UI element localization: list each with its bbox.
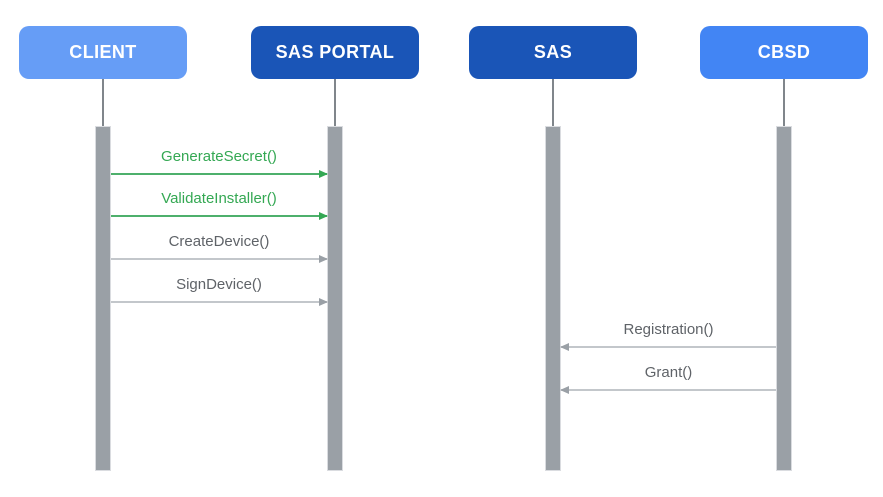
message-registration: Registration() xyxy=(560,321,776,351)
actor-sas-portal: SAS PORTAL xyxy=(251,26,419,79)
actor-cbsd: CBSD xyxy=(700,26,868,79)
actor-sas: SAS xyxy=(469,26,637,79)
message-grant-label: Grant() xyxy=(644,364,693,381)
message-sign-device-label: SignDevice() xyxy=(176,276,262,293)
actor-cbsd-label: CBSD xyxy=(757,42,811,62)
message-generate-secret: GenerateSecret() xyxy=(111,148,328,178)
arrow-right-icon xyxy=(111,212,328,220)
actor-sas-label: SAS xyxy=(533,42,573,62)
activation-bar-sas-portal xyxy=(327,126,343,471)
message-validate-installer-label: ValidateInstaller() xyxy=(161,190,277,207)
message-sign-device: SignDevice() xyxy=(111,276,328,306)
message-grant: Grant() xyxy=(560,364,776,394)
message-generate-secret-label: GenerateSecret() xyxy=(161,148,277,165)
arrowhead-right-icon xyxy=(319,170,328,178)
actor-client-label: CLIENT xyxy=(69,42,137,62)
arrow-left-icon xyxy=(560,343,776,351)
lifeline-stem-cbsd xyxy=(783,79,785,126)
activation-bar-sas xyxy=(545,126,561,471)
arrow-right-icon xyxy=(111,255,328,263)
activation-bar-cbsd xyxy=(776,126,792,471)
message-validate-installer: ValidateInstaller() xyxy=(111,190,328,220)
arrowhead-right-icon xyxy=(319,298,328,306)
arrow-right-icon xyxy=(111,170,328,178)
arrowhead-right-icon xyxy=(319,255,328,263)
lifeline-stem-sas-portal xyxy=(334,79,336,126)
message-create-device-label: CreateDevice() xyxy=(168,233,270,250)
arrowhead-left-icon xyxy=(560,343,569,351)
actor-sas-portal-label: SAS PORTAL xyxy=(275,42,395,62)
actor-client: CLIENT xyxy=(19,26,187,79)
message-registration-label: Registration() xyxy=(623,321,714,338)
lifeline-stem-sas xyxy=(552,79,554,126)
arrow-right-icon xyxy=(111,298,328,306)
lifeline-stem-client xyxy=(102,79,104,126)
message-create-device: CreateDevice() xyxy=(111,233,328,263)
arrowhead-right-icon xyxy=(319,212,328,220)
activation-bar-client xyxy=(95,126,111,471)
arrowhead-left-icon xyxy=(560,386,569,394)
arrow-left-icon xyxy=(560,386,776,394)
